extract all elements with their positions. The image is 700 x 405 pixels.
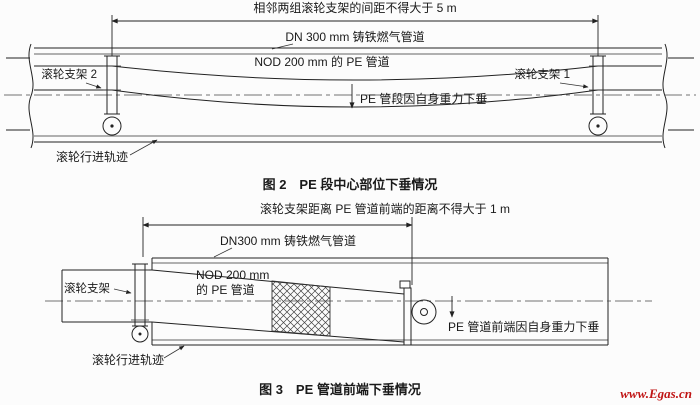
fig2-roller-support-left (102, 55, 122, 136)
fig2-dimension-label: 相邻两组滚轮支架的间距不得大于 5 m (253, 0, 456, 15)
figure-2-caption: 图 2 PE 段中心部位下垂情况 (263, 177, 438, 192)
fig3-roller-support (131, 263, 149, 343)
fig3-track-label: 滚轮行进轨迹 (92, 352, 164, 367)
fig3-sag-label: PE 管道前端因自身重力下垂 (448, 319, 599, 334)
fig3-dimension: 滚轮支架距离 PE 管道前端的距离不得大于 1 m (142, 201, 510, 285)
pe-front-end-plate (403, 287, 412, 346)
fig2-support-right-label: 滚轮支架 1 (514, 67, 570, 81)
fig2-track-label: 滚轮行进轨迹 (56, 149, 128, 164)
fig3-pe-label-line2: 的 PE 管道 (196, 282, 255, 297)
roller-wheel (102, 116, 122, 136)
fig3-dimension-label: 滚轮支架距离 PE 管道前端的距离不得大于 1 m (260, 201, 510, 216)
fig3-pipe-label: DN300 mm 铸铁燃气管道 (220, 233, 356, 248)
fig3-track-annotation: 滚轮行进轨迹 (92, 345, 185, 367)
fig3-pe-label-line1: NOD 200 mm (196, 268, 269, 282)
pipe-break-symbol (28, 43, 34, 149)
fig2-pipe-label-group: DN 300 mm 铸铁燃气管道 (271, 29, 425, 50)
hatch-band (271, 280, 331, 337)
fig2-pe-pipe (34, 65, 662, 108)
leader-line (559, 82, 589, 89)
fig2-support-left-label: 滚轮支架 2 (41, 67, 97, 81)
fig2-roller-support-right (588, 55, 608, 136)
fig3-support-label: 滚轮支架 (64, 281, 110, 295)
fig3-outer-pipe (45, 257, 652, 346)
fig3-pipe-label-group: DN300 mm 铸铁燃气管道 (213, 233, 356, 258)
pulling-ring (411, 299, 437, 325)
fig2-pipe-label: DN 300 mm 铸铁燃气管道 (285, 29, 424, 44)
fig2-pe-label: NOD 200 mm 的 PE 管道 (254, 54, 389, 69)
leader-line (213, 247, 233, 258)
leader-line (85, 82, 102, 89)
leader-line (129, 139, 158, 156)
fig2-outer-pipe (4, 43, 696, 149)
watermark: www.Egas.cn (620, 386, 692, 401)
fig3-pe-pipe (61, 269, 437, 346)
fig2-sag-label: PE 管段因自身重力下垂 (360, 91, 487, 106)
leader-line (113, 288, 132, 294)
figure-3-caption: 图 3 PE 管道前端下垂情况 (259, 382, 421, 397)
fig3-sag-annotation: PE 管道前端因自身重力下垂 (448, 296, 599, 334)
pipe-break-symbol (662, 43, 668, 149)
figure-2-diagram: 相邻两组滚轮支架的间距不得大于 5 m DN 300 mm 铸铁燃气管道 (4, 0, 696, 192)
front-end-bracket (399, 280, 411, 289)
fig2-track-annotation: 滚轮行进轨迹 (56, 139, 158, 164)
fig2-dimension: 相邻两组滚轮支架的间距不得大于 5 m (111, 0, 599, 56)
leader-line (163, 345, 185, 359)
roller-wheel (588, 116, 608, 136)
fig2-sag-annotation: PE 管段因自身重力下垂 (349, 84, 487, 109)
roller-wheel (131, 325, 149, 343)
figure-3-diagram: 滚轮支架距离 PE 管道前端的距离不得大于 1 m DN300 mm 铸铁燃气管… (45, 201, 652, 397)
